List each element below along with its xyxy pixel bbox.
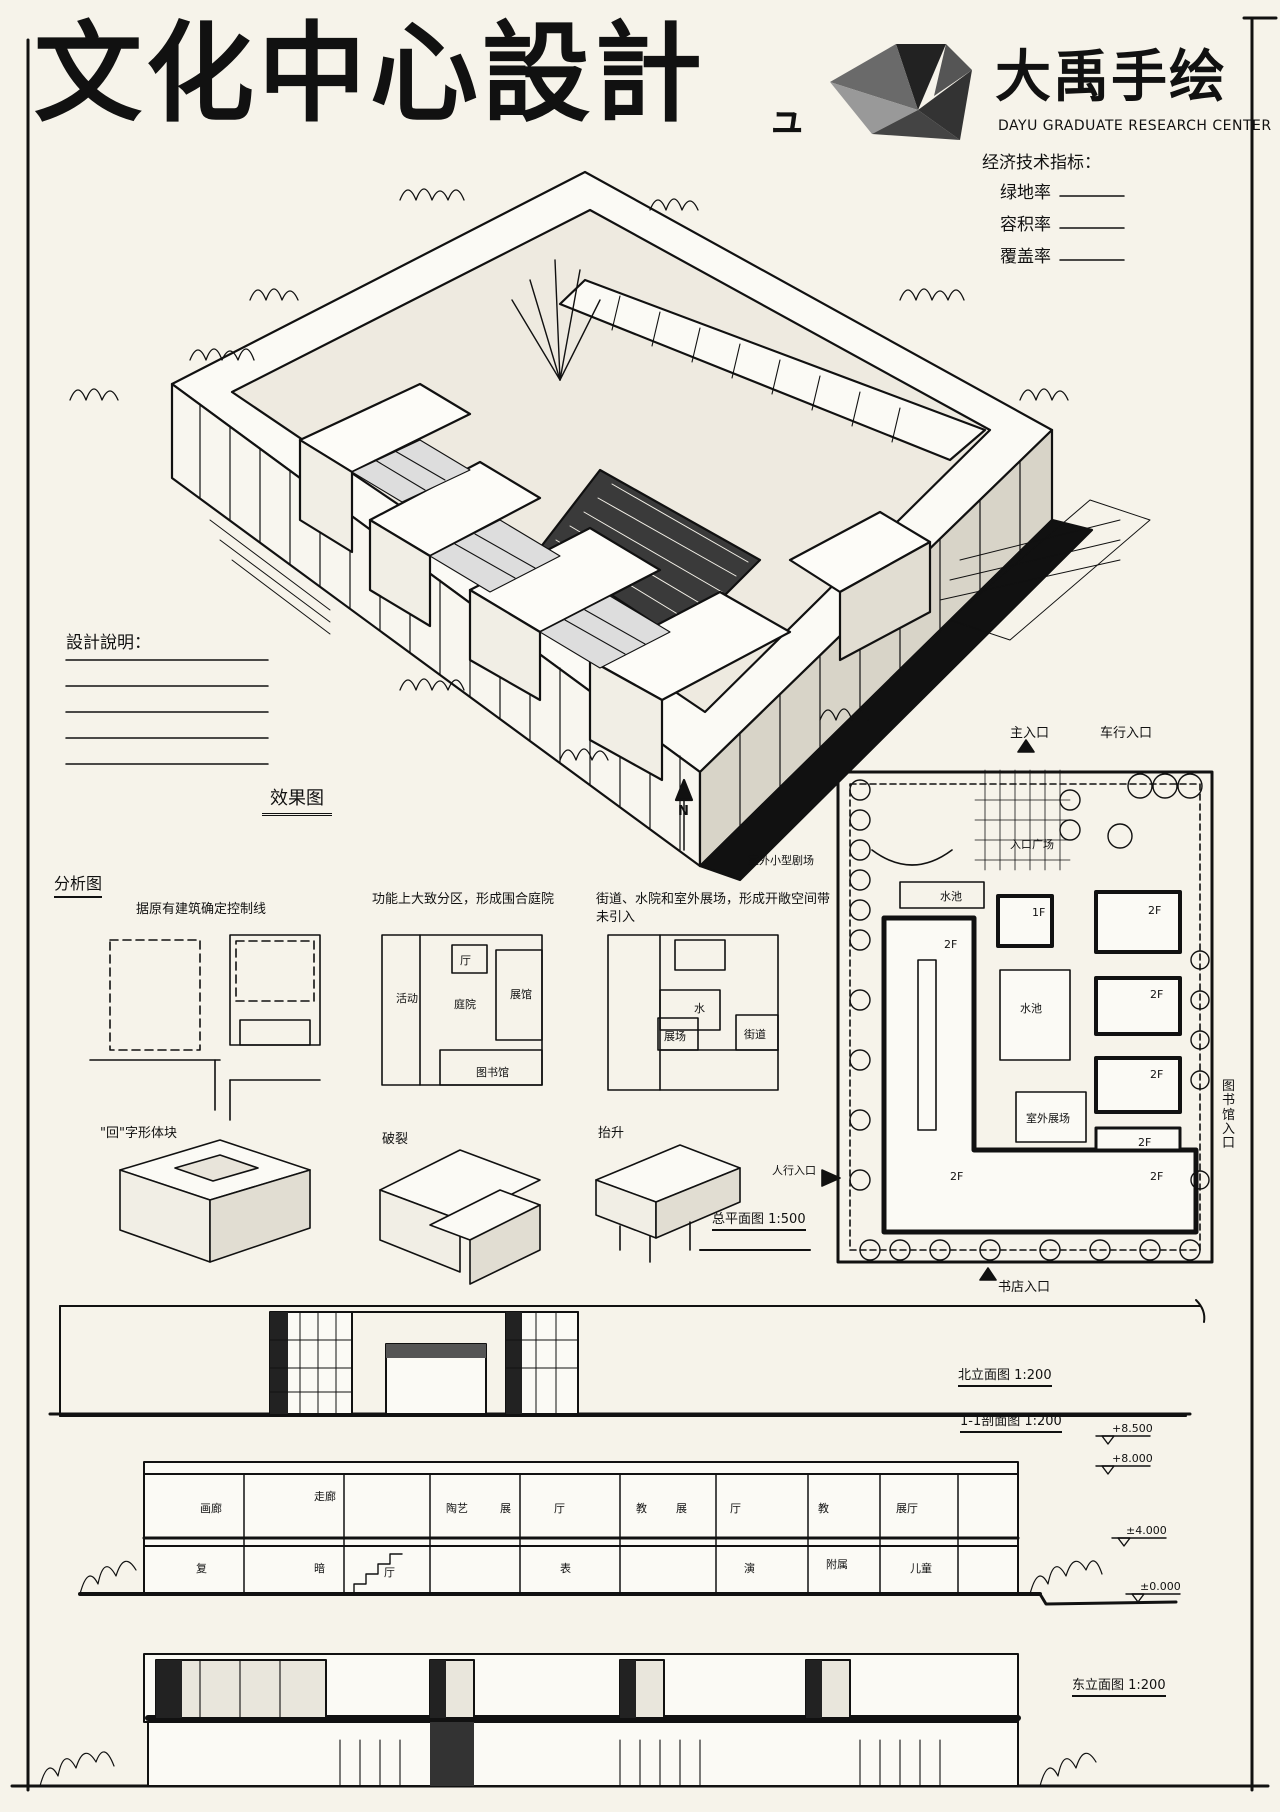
room-lower-6: 表 [560, 1562, 571, 1575]
poster-title: 文化中心設計 [34, 11, 707, 137]
label-exhibit-hall: 展馆 [510, 988, 532, 1001]
outdoor-exhibit-label: 室外展场 [1026, 1112, 1070, 1125]
floor-tag-8: 2F [950, 1170, 964, 1183]
room-upper-2: 走廊 [314, 1490, 336, 1503]
room-upper-1: 画廊 [200, 1502, 222, 1515]
brand-logo-icon [830, 44, 972, 140]
section-drawing [78, 1435, 1181, 1606]
massing-caption-2: 破裂 [382, 1132, 409, 1147]
section-caption: 1-1剖面图 1:200 [960, 1410, 1062, 1433]
floor-tag-5: 2F [1138, 1136, 1152, 1149]
label-water: 水 [694, 1002, 705, 1015]
massing-caption-3: 抬升 [598, 1126, 625, 1141]
north-elevation-drawing [48, 1299, 1206, 1417]
indicator-greenery: 绿地率 [1000, 183, 1051, 203]
brand-subtitle: DAYU GRADUATE RESEARCH CENTER [998, 118, 1272, 134]
main-entrance-label: 主入口 [1010, 726, 1050, 741]
floor-tag-6: 2F [1150, 1170, 1164, 1183]
level-8000: +8.000 [1112, 1452, 1153, 1465]
room-lower-8: 演 [744, 1562, 755, 1575]
pool-label-2: 水池 [1020, 1002, 1042, 1015]
floor-tag-7: 2F [944, 938, 958, 951]
room-upper-6: 厅 [554, 1502, 565, 1515]
level-4000: ±4.000 [1126, 1524, 1167, 1537]
design-notes-lines [65, 659, 269, 765]
analysis-heading: 分析图 [54, 870, 103, 898]
room-upper-9: 厅 [730, 1502, 741, 1515]
label-exhibit-field: 展场 [664, 1030, 686, 1043]
brand-name: 大禹手绘 [995, 45, 1227, 110]
entry-plaza-label: 入口广场 [1010, 838, 1054, 851]
label-hall: 厅 [460, 954, 471, 967]
amphitheatre-label: 室外小型剧场 [748, 854, 814, 867]
library-entrance-label: 图书馆入口 [1222, 1079, 1236, 1152]
axonometric-drawing [69, 170, 1151, 882]
analysis-diagrams [89, 934, 811, 1285]
room-upper-7: 教 [636, 1502, 647, 1515]
massing-caption-1: "回"字形体块 [100, 1126, 177, 1141]
floor-tag-2: 2F [1148, 904, 1162, 917]
level-8500: +8.500 [1112, 1422, 1153, 1435]
label-street: 街道 [744, 1028, 766, 1041]
indicator-coverage: 覆盖率 [1000, 247, 1051, 267]
label-library: 图书馆 [476, 1066, 509, 1079]
room-lower-4: 厅 [384, 1566, 395, 1579]
analysis-caption-3: 街道、水院和室外展场，形成开敞空间带 [596, 892, 831, 907]
design-notes-heading: 設計說明： [66, 633, 151, 653]
room-upper-5: 展 [500, 1502, 511, 1515]
east-elevation-caption: 东立面图 1:200 [1072, 1674, 1166, 1697]
room-lower-9: 附属 [826, 1558, 848, 1571]
room-lower-3: 暗 [314, 1562, 325, 1575]
floor-tag-1: 1F [1032, 906, 1046, 919]
pedestrian-entrance-label: 人行入口 [772, 1164, 816, 1177]
floor-tag-3: 2F [1150, 988, 1164, 1001]
site-plan-drawing [821, 739, 1214, 1281]
vehicle-entrance-label: 车行入口 [1100, 726, 1153, 741]
pool-label-1: 水池 [940, 890, 962, 903]
east-elevation-drawing [39, 1653, 1097, 1787]
room-upper-11: 展厅 [896, 1502, 918, 1515]
tech-indicators-heading: 经济技术指标： [982, 153, 1101, 173]
perspective-caption: 效果图 [262, 784, 332, 816]
site-plan-caption: 总平面图 1:500 [712, 1208, 806, 1231]
room-upper-4: 陶艺 [446, 1502, 468, 1515]
label-activity: 活动 [396, 992, 418, 1005]
analysis-caption-1: 据原有建筑确定控制线 [136, 902, 267, 917]
analysis-caption-3b: 未引入 [596, 910, 636, 925]
title-mark: ュ [768, 97, 807, 141]
room-upper-8: 展 [676, 1502, 687, 1515]
indicator-lines [1059, 195, 1125, 261]
label-courtyard: 庭院 [454, 998, 476, 1011]
floor-tag-4: 2F [1150, 1068, 1164, 1081]
level-0000: ±0.000 [1140, 1580, 1181, 1593]
room-lower-1: 复 [196, 1562, 207, 1575]
north-label: N [678, 804, 689, 819]
room-upper-10: 教 [818, 1502, 829, 1515]
room-lower-10: 儿童 [910, 1562, 932, 1575]
bookstore-entrance-label: 书店入口 [998, 1280, 1051, 1295]
indicator-far: 容积率 [1000, 215, 1051, 235]
north-elevation-caption: 北立面图 1:200 [958, 1364, 1052, 1387]
analysis-caption-2: 功能上大致分区，形成围合庭院 [372, 892, 555, 907]
